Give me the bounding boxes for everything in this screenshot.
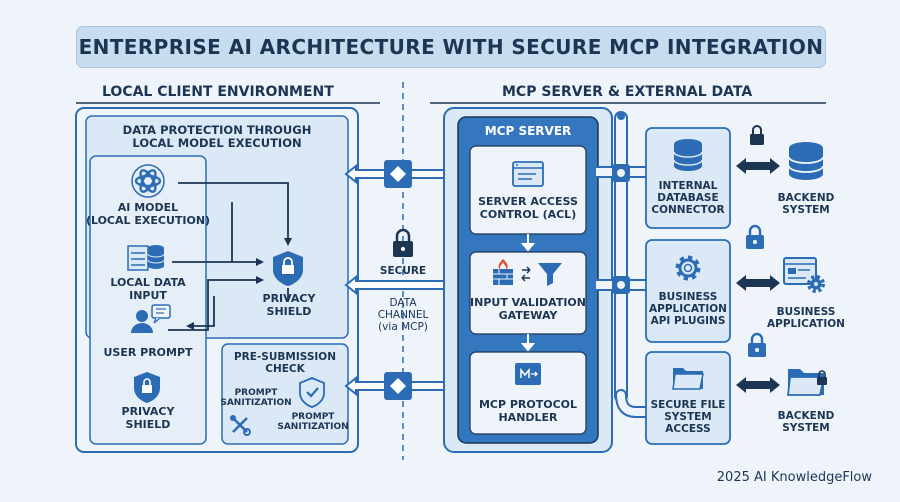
backend-system-label-1: BACKEND SYSTEM — [777, 192, 835, 217]
browser-window-icon — [512, 161, 544, 187]
backend-arrows — [736, 158, 780, 393]
database-icon — [788, 142, 824, 180]
pre-submission-title: PRE-SUBMISSION CHECK — [233, 351, 337, 376]
local-inputs-column — [89, 155, 207, 445]
api-plugins-card — [645, 239, 731, 343]
privacy-shield-bottom-label: PRIVACY SHIELD — [121, 405, 175, 431]
openai-logo-icon — [131, 164, 165, 198]
data-protection-title: DATA PROTECTION THROUGH LOCAL MODEL EXEC… — [122, 123, 312, 151]
database-icon — [127, 245, 165, 271]
db-connector-label: INTERNAL DATABASE CONNECTOR — [651, 180, 725, 217]
shield-lock-icon — [134, 372, 160, 403]
credit-text: 2025 AI KnowledgeFlow — [716, 470, 872, 485]
page-title: ENTERPRISE AI ARCHITECTURE WITH SECURE M… — [78, 35, 824, 59]
acl-label: SERVER ACCESS CONTROL (ACL) — [478, 195, 578, 221]
exchange-arrows-icon — [521, 266, 531, 282]
title-banner: ENTERPRISE AI ARCHITECTURE WITH SECURE M… — [76, 26, 826, 68]
database-icon — [673, 139, 703, 171]
padlock-icon — [393, 228, 413, 257]
channel-node — [384, 160, 412, 188]
ai-model-label: AI MODEL (LOCAL EXECUTION) — [85, 201, 211, 227]
section-title-external: MCP SERVER & EXTERNAL DATA — [502, 84, 753, 100]
padlock-icon — [750, 125, 764, 145]
data-channel-label: DATA CHANNEL (via MCP) — [377, 297, 429, 334]
gear-icon — [675, 255, 701, 281]
folder-icon — [786, 369, 827, 396]
protocol-label: MCP PROTOCOL HANDLER — [478, 398, 578, 424]
shield-lock-icon — [273, 251, 303, 286]
business-application-label: BUSINESS APPLICATION — [767, 306, 845, 331]
file-access-card — [645, 351, 731, 445]
pre-submission-panel — [221, 343, 349, 445]
user-chat-icon — [131, 304, 171, 333]
secure-label: SECURE — [379, 265, 427, 277]
tools-icon — [230, 415, 251, 436]
privacy-shield-top-label: PRIVACY SHIELD — [262, 292, 316, 318]
channel-node — [384, 372, 412, 400]
check-shield-icon — [299, 377, 325, 408]
gateway-label: INPUT VALIDATION GATEWAY — [470, 296, 586, 322]
file-access-label: SECURE FILE SYSTEM ACCESS — [650, 399, 726, 436]
api-plugins-label: BUSINESS APPLICATION API PLUGINS — [649, 291, 727, 328]
backend-system-label-2: BACKEND SYSTEM — [777, 410, 835, 435]
funnel-icon — [538, 263, 562, 286]
db-connector-card — [645, 127, 731, 229]
secure-channel-arrows — [344, 163, 460, 397]
local-flow-arrows — [168, 182, 292, 331]
service-pipes — [596, 111, 652, 418]
protocol-icon — [515, 363, 541, 385]
user-prompt-label: USER PROMPT — [103, 346, 193, 359]
firewall-icon — [493, 259, 513, 285]
padlock-icon — [748, 332, 766, 357]
folder-icon — [672, 368, 704, 390]
prompt-sanitization-label-1: PROMPT SANITIZATION — [220, 388, 292, 409]
app-window-gear-icon — [783, 257, 825, 293]
mcp-server-title: MCP SERVER — [484, 124, 572, 138]
server-flow-arrows — [520, 234, 536, 352]
protocol-card — [469, 351, 587, 435]
padlock-icon — [746, 224, 764, 249]
section-title-local: LOCAL CLIENT ENVIRONMENT — [102, 84, 334, 100]
prompt-sanitization-label-2: PROMPT SANITIZATION — [277, 412, 349, 433]
local-data-label: LOCAL DATA INPUT — [110, 276, 186, 302]
